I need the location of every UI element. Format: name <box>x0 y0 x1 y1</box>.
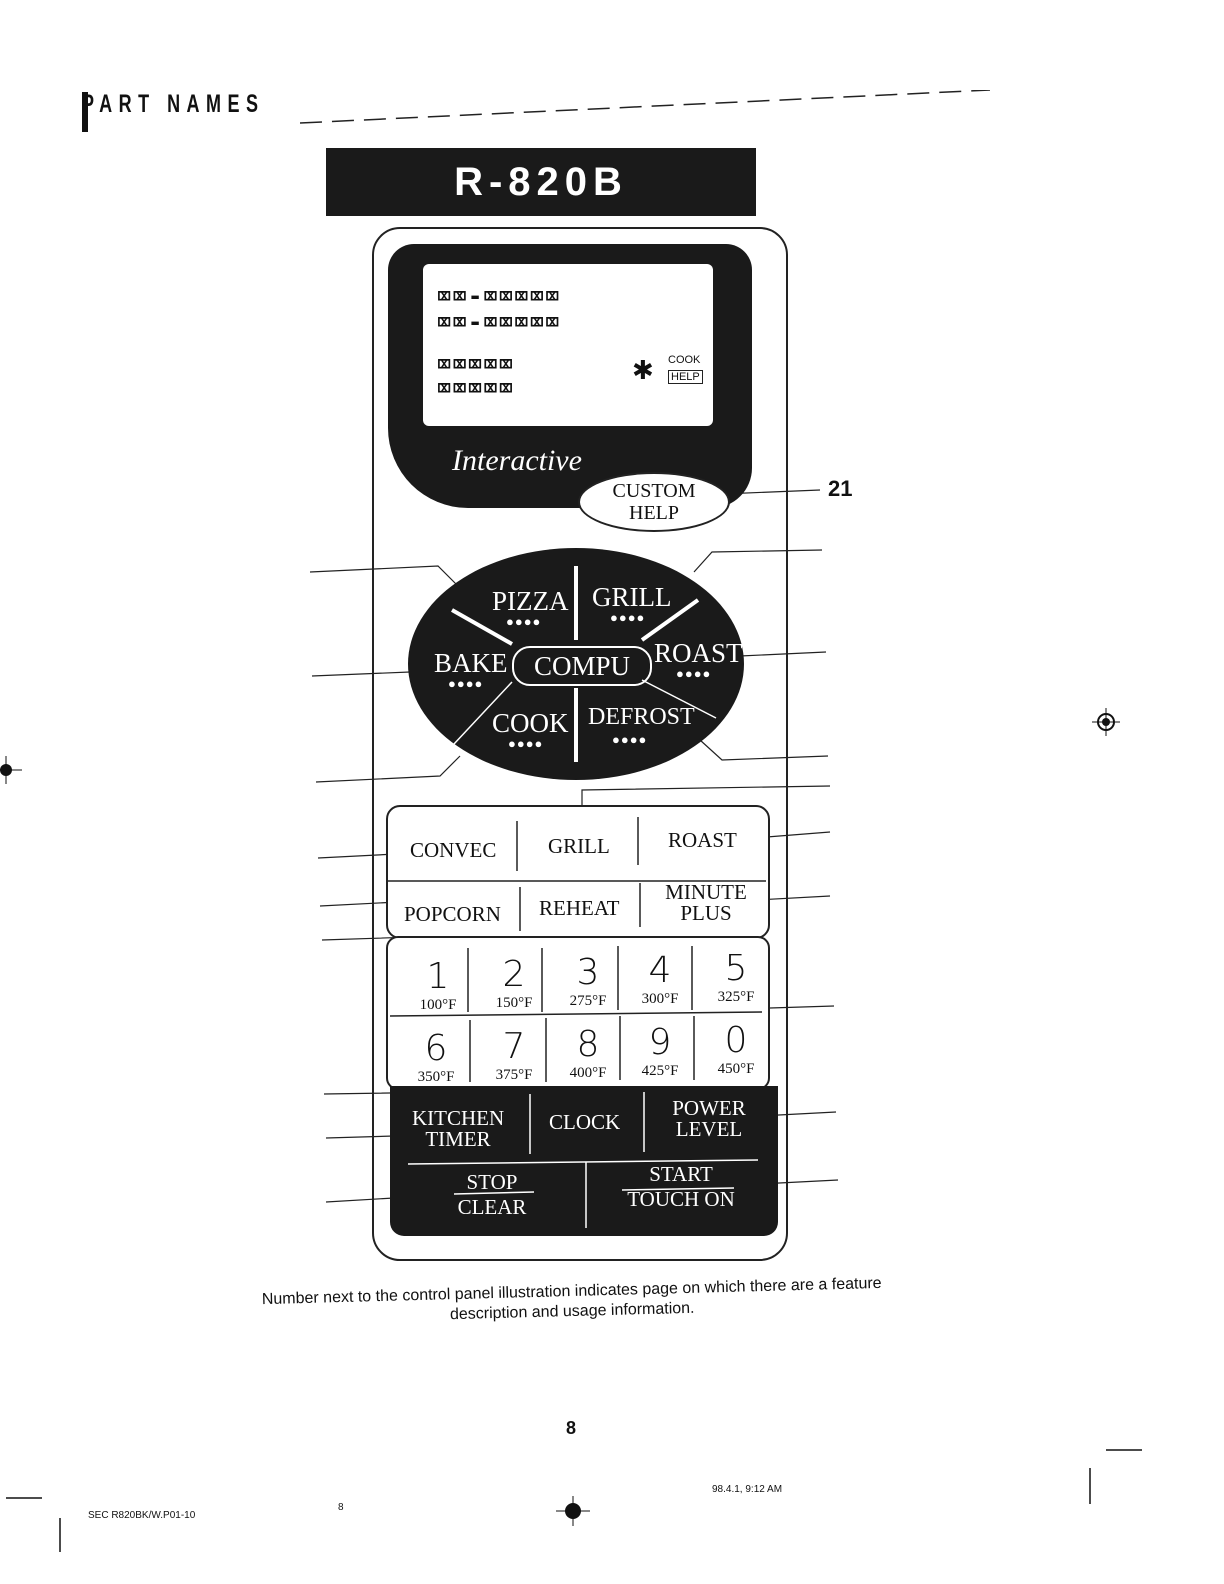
key-temperature: 400°F <box>569 1065 607 1081</box>
roast-compu-button[interactable]: ROAST <box>654 638 743 668</box>
power-level-line2: LEVEL <box>675 1117 743 1141</box>
section-title: PART NAMES <box>82 90 265 118</box>
key-number: 8 <box>576 1024 600 1065</box>
lcd-help-label: HELP <box>668 370 703 384</box>
start-touch-on-button[interactable]: START TOUCH ON <box>624 1164 738 1210</box>
key-temperature: 325°F <box>717 989 755 1005</box>
key-number: 7 <box>502 1026 526 1067</box>
key-number: 9 <box>648 1022 672 1063</box>
minute-plus-button[interactable]: MINUTE PLUS <box>664 882 748 924</box>
stop-label: STOP <box>466 1170 518 1194</box>
roast-dots: ●●●● <box>676 666 712 681</box>
fan-icon: ✱ <box>632 356 654 385</box>
power-level-button[interactable]: POWER LEVEL <box>672 1098 746 1140</box>
control-panel-outline <box>372 227 788 1261</box>
key-number: 1 <box>426 956 450 997</box>
defrost-dots: ●●●● <box>612 732 648 747</box>
footer-timestamp: 98.4.1, 9:12 AM <box>712 1484 783 1495</box>
cook-dots: ●●●● <box>508 736 544 751</box>
grill-button[interactable]: GRILL <box>548 834 610 858</box>
kitchen-timer-line1: KITCHEN <box>412 1106 505 1130</box>
touch-on-label: TOUCH ON <box>627 1187 735 1211</box>
section-marker <box>82 92 88 132</box>
start-label: START <box>649 1162 713 1186</box>
registration-mark-bottom-icon <box>556 1496 590 1526</box>
custom-help-line2: HELP <box>629 502 679 524</box>
key-temperature: 150°F <box>495 995 533 1011</box>
lcd-row-2b: ⌧⌧⌧⌧⌧ <box>437 374 515 402</box>
key-temperature: 275°F <box>569 993 607 1009</box>
minute-plus-line2: PLUS <box>680 901 732 925</box>
key-number: 4 <box>648 950 672 991</box>
key-temperature: 450°F <box>717 1061 755 1077</box>
footer-file: SEC R820BK/W.P01-10 <box>88 1510 196 1521</box>
cook-button[interactable]: COOK <box>492 708 569 738</box>
lcd-display <box>423 264 713 426</box>
keypad-dividers <box>389 946 763 1082</box>
key-number: 6 <box>424 1028 448 1069</box>
key-temperature: 425°F <box>641 1063 679 1079</box>
key-temperature: 300°F <box>641 991 679 1007</box>
model-banner: R-820B <box>326 148 756 216</box>
bake-dots: ●●●● <box>448 676 484 691</box>
pizza-dots: ●●●● <box>506 614 542 629</box>
compu-button[interactable]: COMPU <box>512 646 652 686</box>
header-dashed-rule <box>300 90 990 124</box>
roast-button[interactable]: ROAST <box>668 828 737 852</box>
brand-interactive: Interactive <box>452 444 582 477</box>
registration-mark-right-icon <box>1092 708 1120 736</box>
clock-button[interactable]: CLOCK <box>549 1110 621 1134</box>
reheat-button[interactable]: REHEAT <box>539 896 620 920</box>
stop-clear-button[interactable]: STOP CLEAR <box>454 1172 530 1218</box>
page-number: 8 <box>566 1418 577 1438</box>
clear-label: CLEAR <box>457 1195 527 1219</box>
function-dividers <box>407 1092 759 1228</box>
mode-panel <box>386 805 770 939</box>
custom-help-button[interactable]: CUSTOM HELP <box>578 472 730 532</box>
registration-mark-left-icon <box>0 756 22 784</box>
defrost-button[interactable]: DEFROST <box>588 704 695 730</box>
key-number: 0 <box>724 1020 748 1061</box>
lcd-row-2: ⌧⌧⌧⌧⌧ <box>437 350 515 378</box>
lcd-row-1: ⌧⌧-⌧⌧⌧⌧⌧ <box>437 282 561 310</box>
key-number: 2 <box>502 954 526 995</box>
key-number: 5 <box>724 948 748 989</box>
page-ref-21: 21 <box>828 476 853 501</box>
grill-compu-button[interactable]: GRILL <box>592 582 672 612</box>
compu-dividers <box>451 566 717 762</box>
convec-button[interactable]: CONVEC <box>410 838 497 862</box>
lcd-cook-label: COOK <box>668 354 701 366</box>
popcorn-button[interactable]: POPCORN <box>404 902 501 926</box>
custom-help-line1: CUSTOM <box>612 480 696 502</box>
key-temperature: 375°F <box>495 1067 533 1083</box>
grill-dots: ●●●● <box>610 610 646 625</box>
lcd-row-1b: ⌧⌧-⌧⌧⌧⌧⌧ <box>437 308 561 336</box>
minute-plus-line1: MINUTE <box>665 880 747 904</box>
key-number: 3 <box>576 952 600 993</box>
mode-dividers <box>386 817 766 931</box>
key-temperature: 100°F <box>419 997 457 1013</box>
bake-button[interactable]: BAKE <box>434 648 508 678</box>
pizza-button[interactable]: PIZZA <box>492 586 569 616</box>
key-temperature: 350°F <box>417 1069 455 1085</box>
kitchen-timer-line2: TIMER <box>425 1127 491 1151</box>
footer-page: 8 <box>338 1502 344 1513</box>
crop-marks <box>6 1449 1142 1552</box>
power-level-line1: POWER <box>672 1096 746 1120</box>
kitchen-timer-button[interactable]: KITCHEN TIMER <box>412 1108 504 1150</box>
